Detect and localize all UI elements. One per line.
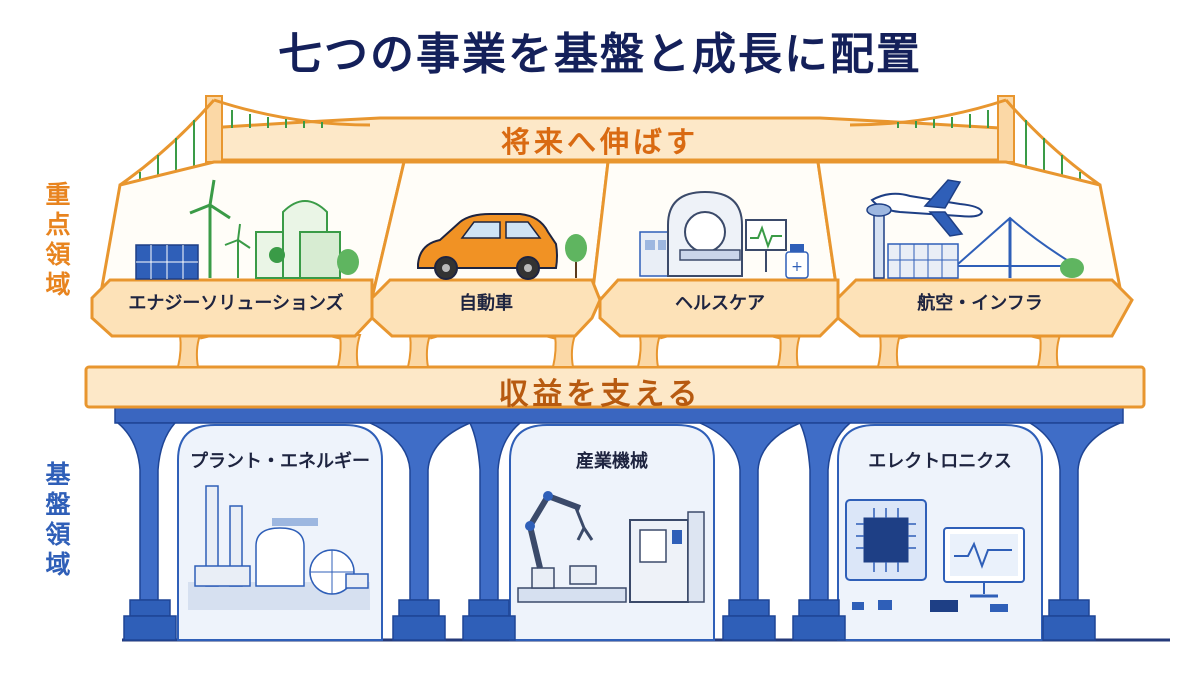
car-icon bbox=[417, 213, 587, 280]
business-label-machinery: 産業機械 bbox=[576, 451, 648, 472]
side-char: 域 bbox=[45, 550, 71, 579]
future-band-label: 将来へ伸ばす bbox=[500, 125, 699, 159]
business-label-aviation: 航空・インフラ bbox=[917, 293, 1043, 314]
side-char: 域 bbox=[45, 270, 71, 299]
page-title: 七つの事業を基盤と成長に配置 bbox=[278, 29, 922, 80]
microchip-monitor-icon bbox=[845, 499, 1025, 612]
side-char: 基 bbox=[45, 460, 71, 489]
business-label-automotive: 自動車 bbox=[459, 293, 513, 314]
wind-solar-plant-icon bbox=[135, 179, 359, 280]
business-label-electronics: エレクトロニクス bbox=[868, 451, 1012, 472]
side-char: 盤 bbox=[45, 490, 71, 519]
side-label-priority: 重 点 領 域 bbox=[38, 180, 78, 300]
airplane-bridge-icon bbox=[866, 179, 1084, 279]
business-label-plant: プラント・エネルギー bbox=[190, 451, 370, 472]
support-beam bbox=[84, 365, 1146, 409]
industrial-plant-icon bbox=[188, 485, 370, 610]
side-char: 重 bbox=[45, 180, 71, 209]
business-label-healthcare: ヘルスケア bbox=[675, 293, 765, 314]
mri-scanner-icon: + bbox=[639, 190, 809, 279]
side-char: 領 bbox=[45, 520, 71, 549]
svg-text:+: + bbox=[791, 259, 803, 275]
side-char: 点 bbox=[45, 210, 71, 239]
side-label-foundation: 基 盤 領 域 bbox=[38, 460, 78, 580]
side-char: 領 bbox=[45, 240, 71, 269]
robot-arm-icon bbox=[517, 491, 705, 603]
support-band-label: 収益を支える bbox=[498, 377, 702, 412]
business-label-energy: エナジーソリューションズ bbox=[128, 293, 344, 314]
